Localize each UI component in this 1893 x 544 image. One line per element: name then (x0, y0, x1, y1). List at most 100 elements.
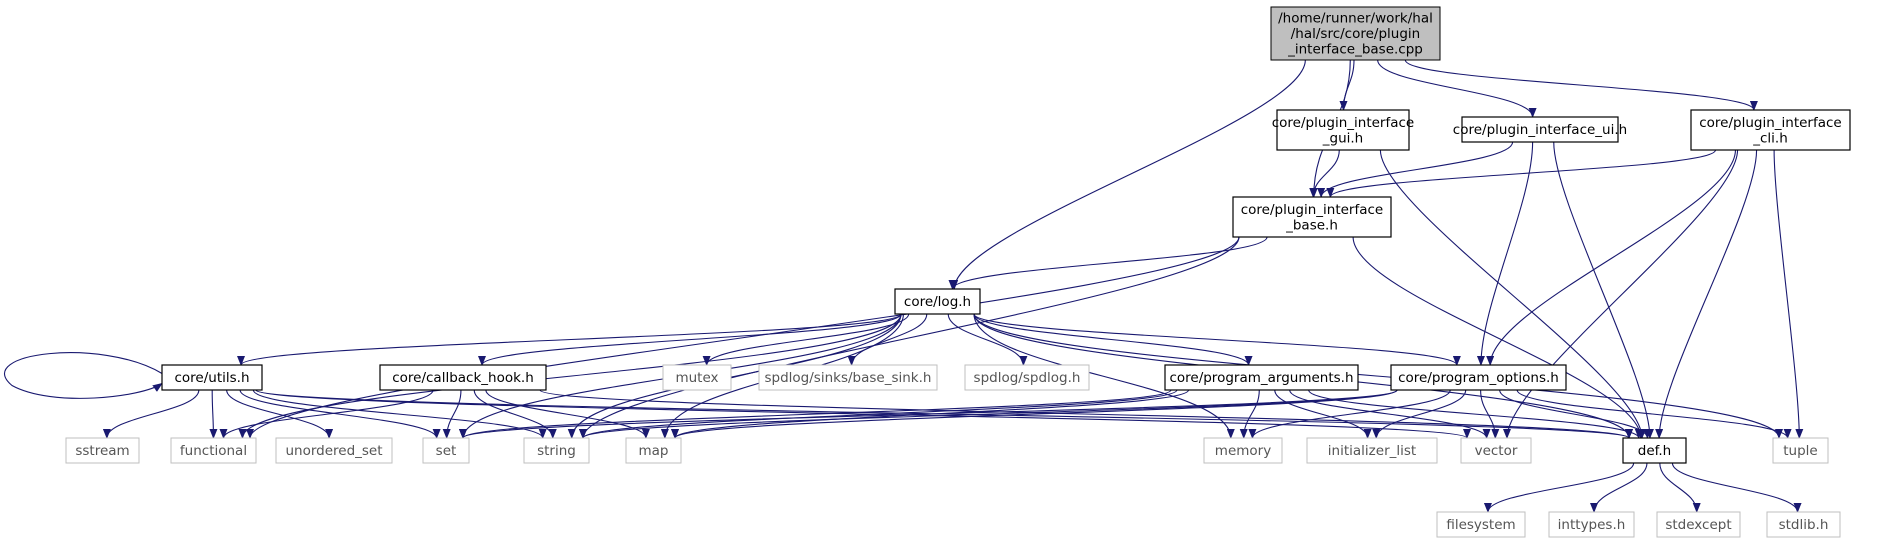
node-progopts-label: core/program_options.h (1398, 370, 1559, 386)
node-spdlog-box (964, 364, 1090, 391)
edge-cbhook-to-map (485, 389, 650, 439)
edge-cli-to-progopts (1486, 149, 1737, 366)
node-gui[interactable]: core/plugin_interface_gui.h (1272, 109, 1415, 151)
node-set-label: set (436, 443, 457, 459)
node-mutex-box (662, 364, 732, 391)
edge-cbhook-to-def (539, 389, 1633, 439)
node-root[interactable]: /home/runner/work/hal/hal/src/core/plugi… (1270, 6, 1441, 61)
edge-log-to-utils (237, 313, 902, 366)
node-cli-label: _cli.h (1752, 130, 1788, 146)
node-stdlib: stdlib.h (1766, 511, 1841, 538)
node-gui-box (1276, 109, 1410, 151)
node-progargs-box (1164, 364, 1359, 391)
node-log-box (894, 288, 981, 315)
node-vector: vector (1460, 437, 1532, 464)
edge-progargs-to-def (1308, 389, 1643, 439)
edge-utils-to-functional (209, 389, 218, 439)
node-stdexcept-box (1656, 511, 1741, 538)
node-root-box (1270, 6, 1441, 61)
node-mutex: mutex (662, 364, 732, 391)
node-tuple-box (1772, 437, 1829, 464)
node-vector-box (1460, 437, 1532, 464)
edge-log-to-basesink (847, 313, 928, 366)
node-utils-box (161, 364, 263, 391)
node-string-label: string (537, 443, 576, 459)
node-root-label: /home/runner/work/hal (1278, 11, 1433, 27)
edge-root-to-gui (1339, 59, 1355, 111)
node-basesink-label: spdlog/sinks/base_sink.h (765, 370, 932, 386)
node-ui-label: core/plugin_interface_ui.h (1453, 122, 1627, 138)
node-functional: functional (170, 437, 257, 464)
node-ui[interactable]: core/plugin_interface_ui.h (1453, 116, 1627, 143)
node-cli-label: core/plugin_interface (1699, 115, 1842, 131)
node-filesystem: filesystem (1436, 511, 1526, 538)
node-root-label: /hal/src/core/plugin (1291, 26, 1420, 42)
node-unordered_set-label: unordered_set (285, 443, 382, 459)
edge-ui-to-progopts (1476, 141, 1534, 366)
node-cbhook[interactable]: core/callback_hook.h (379, 364, 547, 391)
node-vector-label: vector (1475, 443, 1518, 459)
edge-def-to-filesystem (1483, 462, 1635, 513)
edges (3, 59, 1804, 513)
node-tuple: tuple (1772, 437, 1829, 464)
node-memory-label: memory (1215, 443, 1271, 459)
node-functional-label: functional (180, 443, 247, 459)
node-string: string (523, 437, 590, 464)
node-unordered_set: unordered_set (275, 437, 393, 464)
edge-gui-to-def (1379, 149, 1647, 439)
node-string-box (523, 437, 590, 464)
node-def-box (1622, 437, 1687, 464)
edge-def-to-stdlib (1671, 462, 1802, 513)
node-stdlib-box (1766, 511, 1841, 538)
edge-base-to-functional (246, 236, 1240, 439)
edge-def-to-inttypes (1590, 462, 1648, 513)
edge-cli-to-vector (1503, 149, 1739, 439)
edge-progargs-to-memory (1239, 389, 1260, 439)
node-cli[interactable]: core/plugin_interface_cli.h (1690, 109, 1851, 151)
edge-utils-to-sstream (102, 389, 200, 439)
edge-cli-to-base (1326, 149, 1717, 198)
node-log[interactable]: core/log.h (894, 288, 981, 315)
edge-progopts-to-init_list (1372, 389, 1467, 439)
node-gui-label: core/plugin_interface (1272, 115, 1415, 131)
node-progargs-label: core/program_arguments.h (1169, 370, 1353, 386)
edge-utils-to-unordered_set (226, 389, 334, 439)
node-set: set (422, 437, 470, 464)
edge-log-to-tuple (973, 313, 1783, 439)
edge-cbhook-to-set (442, 389, 462, 439)
node-utils-label: core/utils.h (174, 370, 249, 386)
edge-cli-to-tuple (1773, 149, 1804, 439)
node-tuple-label: tuple (1783, 443, 1817, 459)
node-sstream-box (65, 437, 140, 464)
node-cli-box (1690, 109, 1851, 151)
node-unordered_set-box (275, 437, 393, 464)
node-gui-label: _gui.h (1322, 130, 1363, 146)
node-set-box (422, 437, 470, 464)
edge-progopts-to-memory (1248, 389, 1451, 439)
node-ui-box (1461, 116, 1619, 143)
edge-progargs-to-init_list (1274, 389, 1372, 439)
node-basesink: spdlog/sinks/base_sink.h (758, 364, 938, 391)
node-base-box (1232, 196, 1392, 238)
node-utils[interactable]: core/utils.h (161, 364, 263, 391)
node-base-label: _base.h (1285, 217, 1338, 233)
node-init_list-label: initializer_list (1328, 443, 1416, 459)
node-spdlog-label: spdlog/spdlog.h (974, 370, 1081, 386)
node-progargs[interactable]: core/program_arguments.h (1164, 364, 1359, 391)
node-spdlog: spdlog/spdlog.h (964, 364, 1090, 391)
edge-cbhook-to-functional (219, 389, 434, 439)
node-def[interactable]: def.h (1622, 437, 1687, 464)
node-cbhook-box (379, 364, 547, 391)
edge-log-to-mutex (702, 313, 910, 366)
edge-log-to-progargs (973, 313, 1253, 366)
node-basesink-box (758, 364, 938, 391)
node-inttypes-label: inttypes.h (1558, 517, 1626, 533)
node-functional-box (170, 437, 257, 464)
edge-log-to-cbhook (478, 313, 902, 366)
node-progopts[interactable]: core/program_options.h (1390, 364, 1567, 391)
edge-cbhook-to-string (473, 389, 557, 439)
node-progopts-box (1390, 364, 1567, 391)
node-init_list: initializer_list (1306, 437, 1438, 464)
node-base[interactable]: core/plugin_interface_base.h (1232, 196, 1392, 238)
edge-progopts-to-tuple (1516, 389, 1792, 439)
